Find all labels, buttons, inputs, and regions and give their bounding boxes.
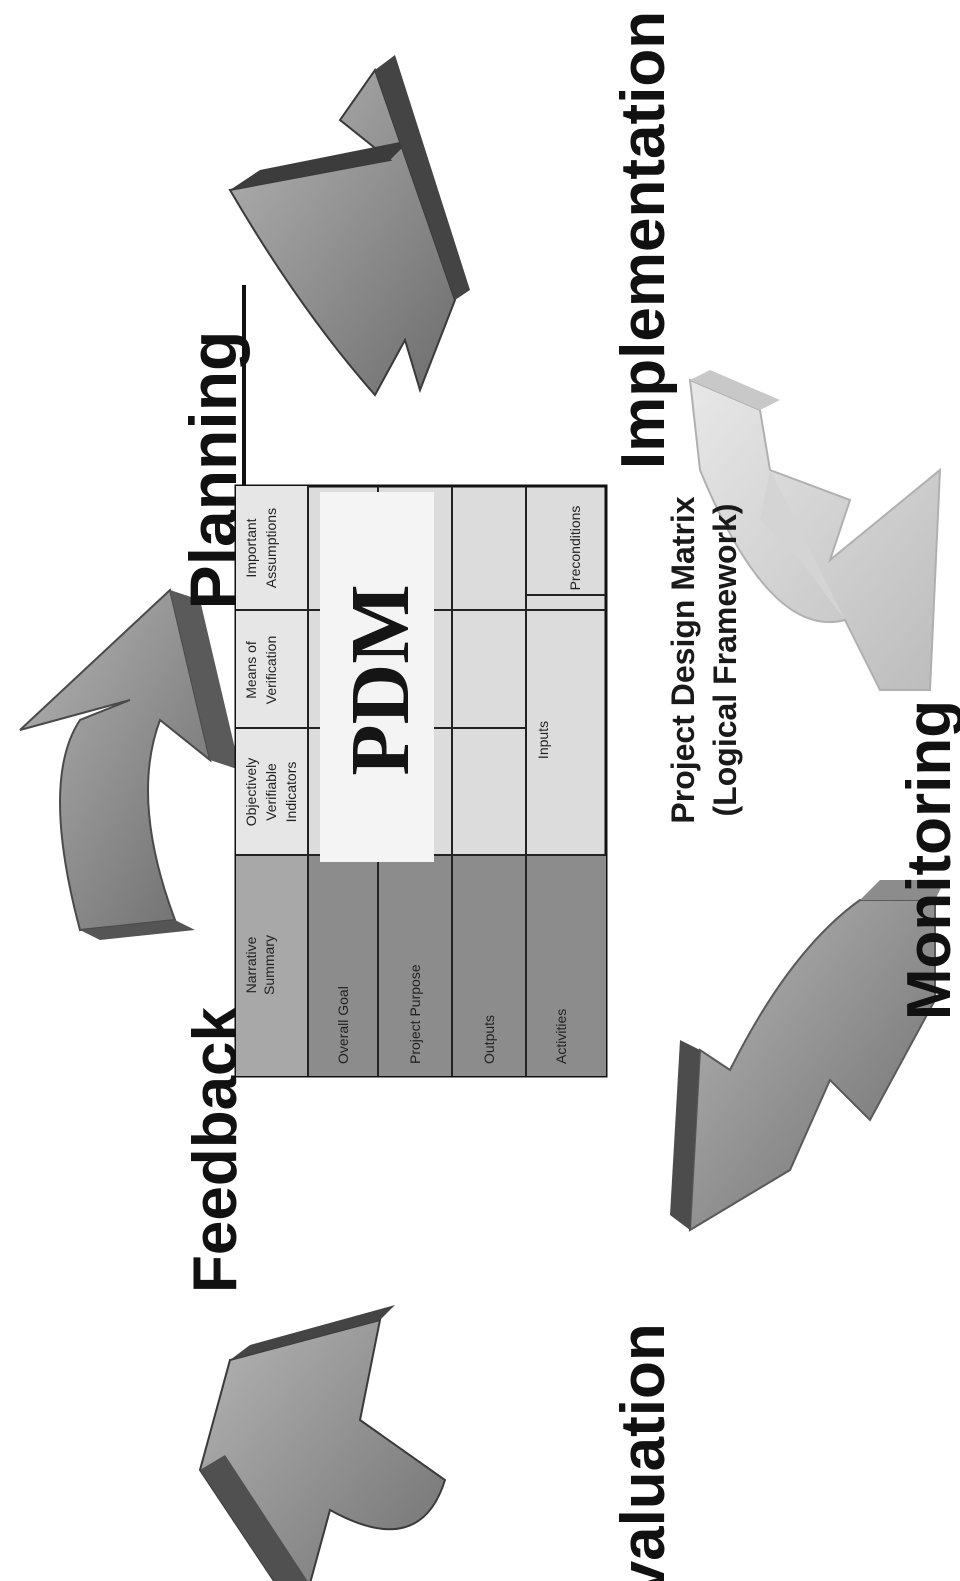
pdm-table: PDM Narrative Summary Objectively Verifi… (234, 484, 608, 1078)
cell-inputs: Inputs (535, 721, 551, 759)
arrow-bottom-right (688, 370, 942, 691)
header-assumptions-line1: Important (243, 518, 259, 577)
label-evaluation: Evaluation (609, 1323, 678, 1581)
pdm-caption-line2: (Logical Framework) (707, 504, 743, 817)
arrow-top-left (19, 588, 240, 940)
arrow-bottom-left (198, 1305, 447, 1581)
header-ovi-line3: Indicators (283, 762, 299, 823)
row-project-purpose: Project Purpose (407, 964, 423, 1064)
row-overall-goal: Overall Goal (335, 986, 351, 1064)
row-activities: Activities (553, 1009, 569, 1064)
header-mov-line2: Verification (263, 636, 279, 704)
header-ovi-line1: Objectively (243, 758, 259, 826)
arrow-bottom-center (670, 880, 945, 1232)
arrow-top-right (228, 55, 470, 397)
header-narrative-line2: Summary (261, 935, 277, 995)
header-narrative-line1: Narrative (243, 936, 259, 993)
header-mov-line1: Means of (243, 641, 259, 699)
pdm-big-label: PDM (334, 584, 427, 775)
pdm-caption-line1: Project Design Matrix (665, 496, 701, 823)
cell-preconditions: Preconditions (567, 506, 583, 591)
header-ovi-line2: Verifiable (263, 763, 279, 821)
header-assumptions-line2: Assumptions (263, 508, 279, 588)
label-implementation: Implementation (609, 11, 678, 469)
row-outputs: Outputs (481, 1015, 497, 1064)
label-monitoring: Monitoring (895, 700, 960, 1020)
